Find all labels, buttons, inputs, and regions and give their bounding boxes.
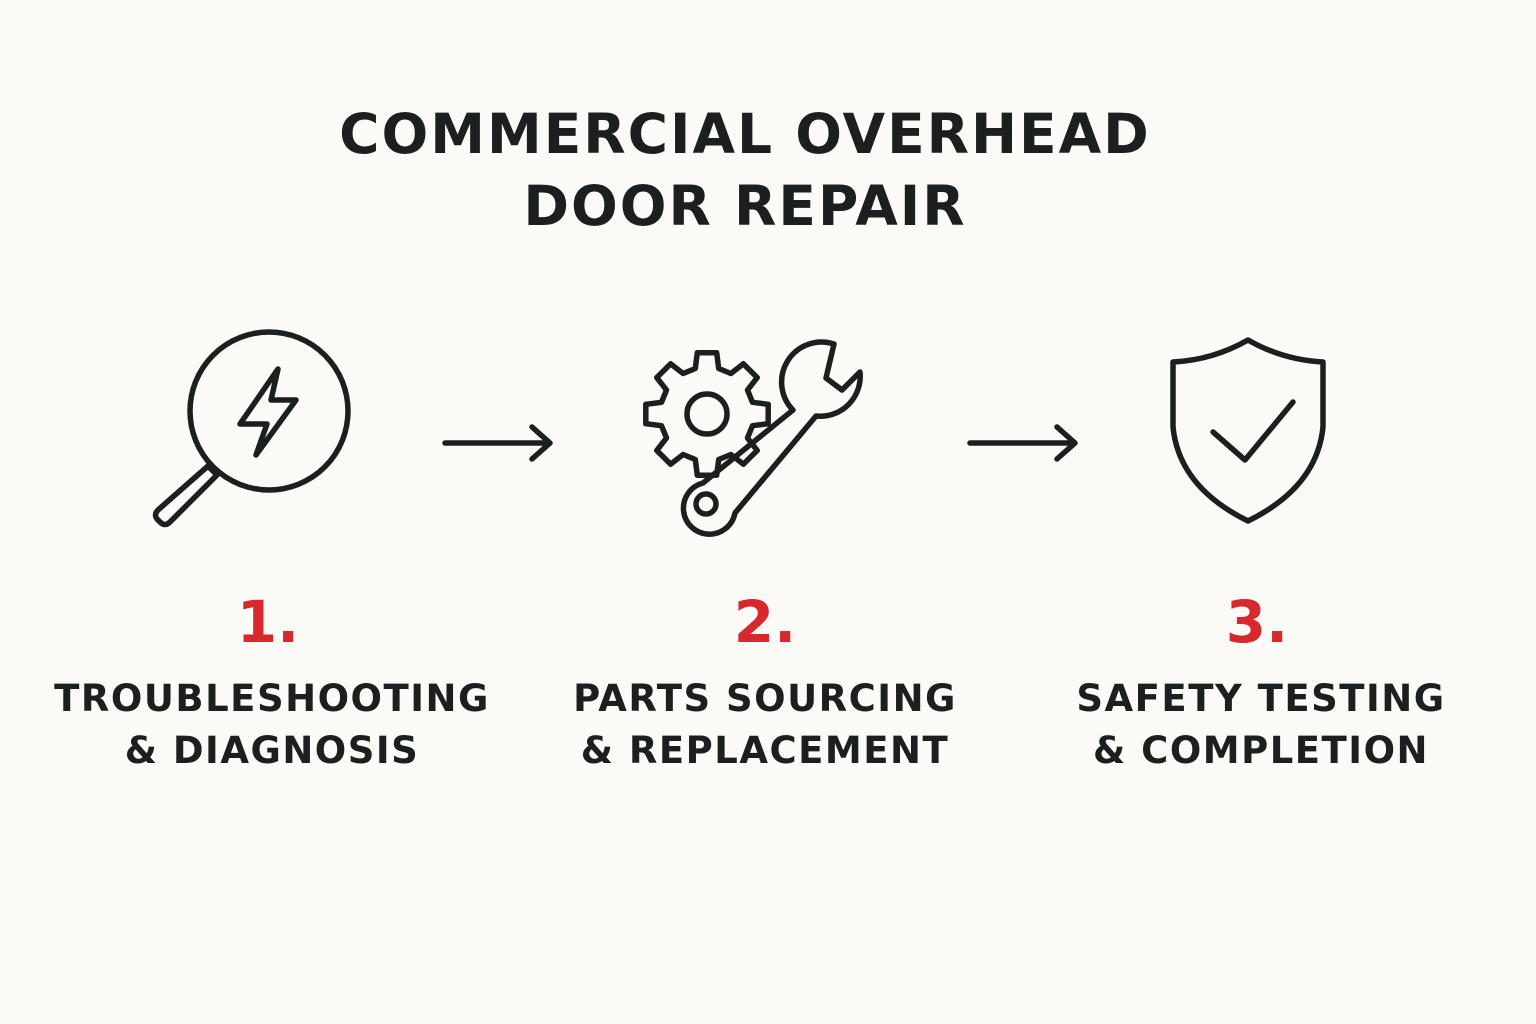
page-title: COMMERCIAL OVERHEAD DOOR REPAIR [0,98,1490,242]
step-label-1-line-1: TROUBLESHOOTING [54,677,490,720]
checkmark [1210,399,1296,463]
step-label-3-line-1: SAFETY TESTING [1076,677,1446,720]
arrow-right-icon [967,424,1078,462]
wrench-ring [693,491,719,517]
magnifier-handle [152,463,220,528]
step-label-3: SAFETY TESTING & COMPLETION [1021,673,1501,777]
step-label-1: TROUBLESHOOTING & DIAGNOSIS [32,673,512,777]
gear-wrench-icon [643,339,863,537]
step-label-2-line-2: & REPLACEMENT [580,729,950,772]
arrow-right-icon [442,424,553,462]
step-number-2: 2. [733,588,797,656]
gear-hole [684,391,730,437]
wrench-body [680,339,863,537]
magnifier-lightning-icon [152,329,351,528]
magnifier-lens [187,329,351,493]
step-number-3: 3. [1225,588,1289,656]
title-line-1: COMMERCIAL OVERHEAD [339,102,1151,166]
shield-check-icon [1170,337,1326,524]
step-label-2-line-1: PARTS SOURCING [573,677,957,720]
title-line-2: DOOR REPAIR [523,174,967,238]
step-label-1-line-2: & DIAGNOSIS [124,729,420,772]
step-number-1: 1. [236,588,300,656]
gear-outline [643,350,771,478]
shield-outline [1170,337,1326,524]
lightning-bolt [237,366,299,458]
step-label-2: PARTS SOURCING & REPLACEMENT [525,673,1005,777]
step-label-3-line-2: & COMPLETION [1093,729,1429,772]
